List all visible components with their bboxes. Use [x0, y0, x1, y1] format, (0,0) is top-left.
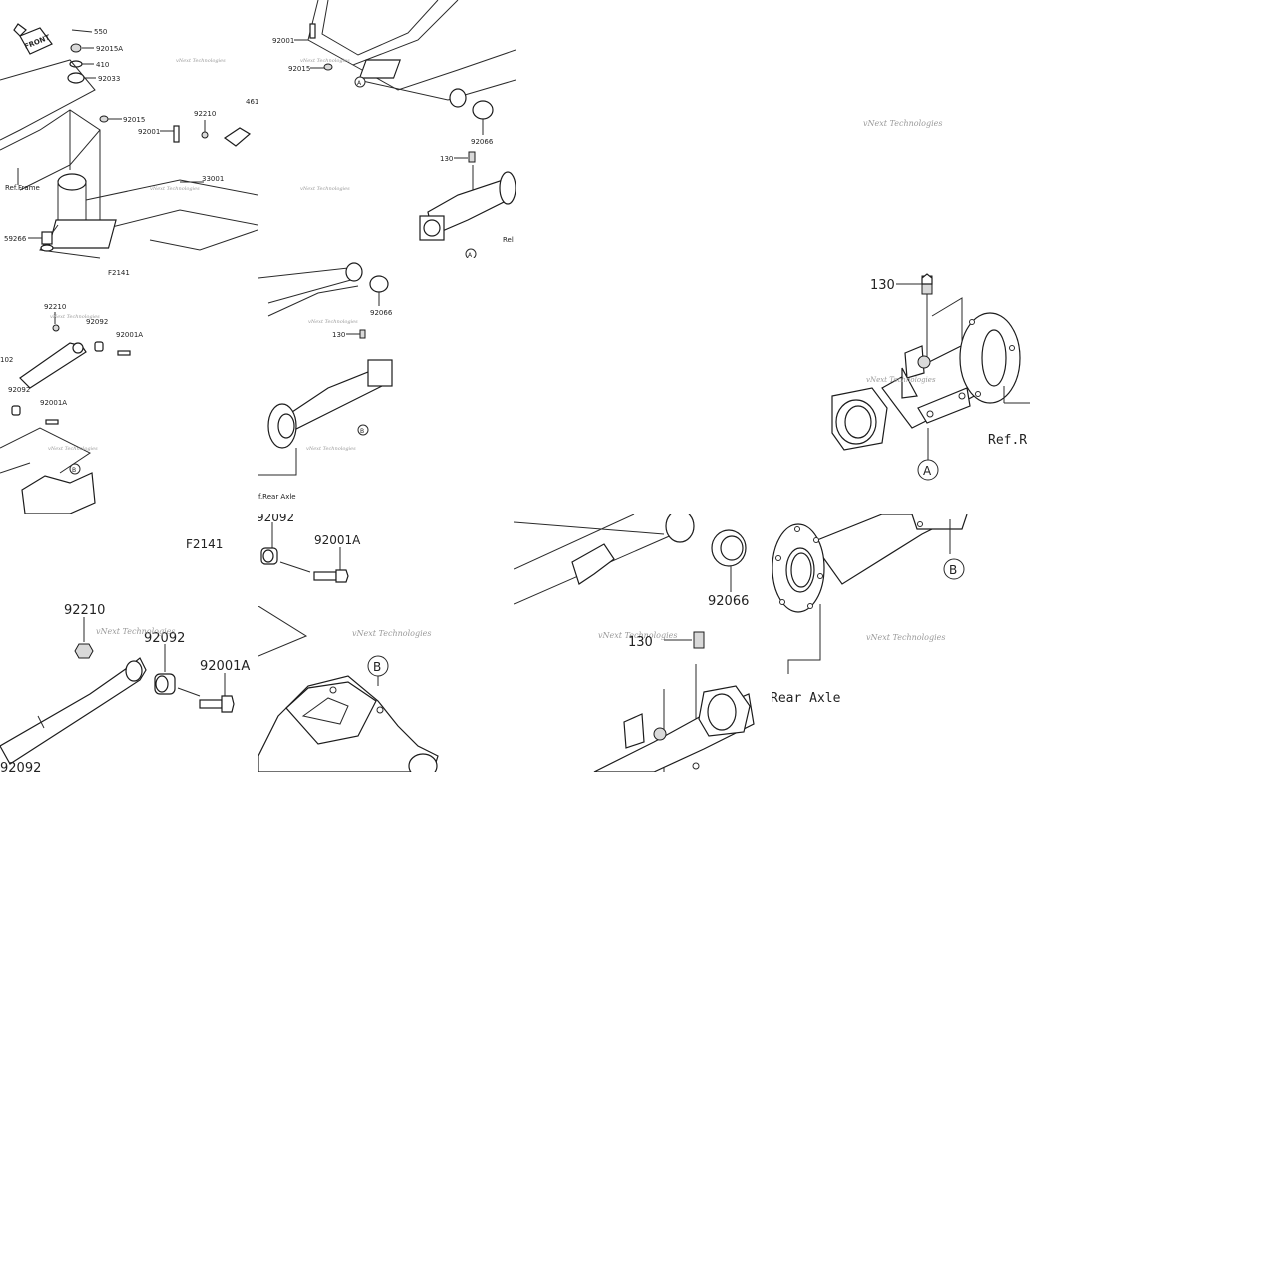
label-130-lower: 130 — [628, 635, 653, 650]
tie-rod-drawing: 92210 92092 92001A 92092 vNext Technolog… — [0, 603, 250, 772]
watermark: vNext Technologies — [96, 627, 175, 636]
watermark: vNext Technologies — [598, 631, 677, 640]
label-92001a-small: 92001A — [116, 331, 143, 339]
label-92066-small: 92066 — [370, 309, 393, 317]
watermark: vNext Technologies — [300, 186, 350, 192]
label-92001a: 92001A — [200, 659, 250, 674]
diagram-tile-frame-rear: 92066 92001 92015 A vNext Technologies v… — [258, 0, 516, 258]
bolt-92001a — [313, 571, 337, 581]
diagram-tile-tie-rod: 92210 92092 92001A 92092 vNext Technolog… — [0, 596, 258, 772]
label-410: 410 — [96, 61, 109, 69]
label-92001-top: 92001 — [272, 37, 294, 45]
label-92092-b: 92092 — [0, 761, 41, 772]
collar-92210 — [201, 131, 209, 139]
cap-92066-small — [369, 275, 389, 293]
diagram-tile-axle-housing: 130 Ref.R A vNext Technologies — [772, 258, 1030, 498]
label-ref-r: Ref.R — [988, 433, 1027, 448]
label-130-small: 130 — [440, 155, 453, 163]
frame-rear-drawing: 92066 92001 92015 A vNext Technologies v… — [272, 0, 516, 258]
bolt-92001-top — [309, 23, 316, 39]
label-550: 550 — [94, 28, 107, 36]
label-f2141-small: F2141 — [108, 269, 130, 277]
label-92033: 92033 — [98, 75, 120, 83]
marker-b-small: B — [72, 467, 76, 474]
bolt-92001 — [173, 125, 180, 143]
stopper-59266 — [41, 231, 53, 245]
label-92001a-b-small: 92001A — [40, 399, 67, 407]
nut-92210 — [74, 643, 94, 659]
diagram-tile-rear-axle-small: 92066 130 B f.Rear Axle vNext Technologi… — [258, 258, 516, 506]
bolt-130-lower — [693, 631, 705, 649]
linkage-small-drawing: 92210 92092 92001A 102 92092 92001A B vN… — [0, 303, 143, 514]
tie-rod — [0, 657, 147, 765]
label-33001: 33001 — [202, 175, 224, 183]
swingarm-end-drawing: 92066 vNext Technologies 130 — [514, 514, 755, 772]
diagram-tile-watermark: vNext Technologies — [845, 100, 955, 150]
rear-axle-small-drawing: 92066 130 B f.Rear Axle vNext Technologi… — [258, 262, 393, 501]
label-92092-detail: 92092 — [258, 514, 294, 524]
label-92210-small: 92210 — [44, 303, 66, 311]
watermark: vNext Technologies — [48, 446, 98, 452]
label-92210: 92210 — [194, 110, 216, 118]
nut-92015a — [70, 43, 82, 53]
watermark: vNext Technologies — [308, 319, 358, 325]
watermark: vNext Technologies — [352, 629, 431, 638]
watermark: vNext Technologies — [150, 186, 200, 192]
label-92001a-detail: 92001A — [314, 533, 361, 547]
frame-front-drawing: FRONT 550 92015A 410 92033 92015 92001 9… — [0, 23, 258, 277]
diagram-tile-swingarm-end: 92066 vNext Technologies 130 — [514, 514, 772, 772]
bracket-drawing: B vNext Technologies — [258, 606, 439, 772]
bolt-130-small — [468, 151, 476, 163]
label-92001: 92001 — [138, 128, 160, 136]
diagram-tile-axle-flange: B Rear Axle vNext Technologies — [772, 514, 1030, 704]
marker-b-small2: B — [360, 428, 364, 435]
label-92092-b-small: 92092 — [8, 386, 30, 394]
diagram-tile-bolt-detail: 92092 92001A — [258, 514, 516, 606]
label-rear-axle: Rear Axle — [772, 691, 841, 704]
diagram-tile-frame-front: FRONT 550 92015A 410 92033 92015 92001 9… — [0, 0, 258, 278]
marker-b: B — [373, 660, 381, 674]
label-130: 130 — [870, 278, 895, 293]
axle-flange-drawing: B Rear Axle vNext Technologies — [772, 514, 968, 704]
label-102: 102 — [0, 356, 13, 364]
watermark: vNext Technologies — [863, 119, 942, 128]
nut-92015 — [99, 115, 109, 123]
label-ref-rear-axle-small: f.Rear Axle — [258, 493, 296, 501]
watermark: vNext Technologies — [866, 633, 945, 642]
marker-b-flange: B — [949, 563, 957, 577]
marker-a-top: A — [357, 80, 362, 87]
watermark: vNext Technologies — [300, 58, 350, 64]
marker-a-bottom: A — [468, 252, 473, 258]
label-59266: 59266 — [4, 235, 27, 243]
bolt-92001a-large — [199, 699, 223, 709]
watermark: vNext Technologies — [866, 376, 936, 384]
label-130-small2: 130 — [332, 331, 345, 339]
label-92015a: 92015A — [96, 45, 123, 53]
label-92092-small: 92092 — [86, 318, 108, 326]
label-92066: 92066 — [708, 594, 749, 609]
label-ref-frame: Ref.Frame — [5, 184, 40, 192]
diagram-tile-bracket: B vNext Technologies — [258, 606, 516, 772]
label-f2141: F2141 — [186, 537, 223, 551]
label-92210: 92210 — [64, 603, 105, 618]
marker-a: A — [923, 464, 932, 478]
diagram-tile-figure-code: F2141 — [180, 530, 250, 554]
watermark: vNext Technologies — [306, 446, 356, 452]
label-92015-top: 92015 — [288, 65, 310, 73]
label-92015: 92015 — [123, 116, 145, 124]
diagram-tile-linkage-small: 92210 92092 92001A 102 92092 92001A B vN… — [0, 278, 258, 514]
front-arrow-icon — [13, 23, 53, 55]
label-461: 461 — [246, 98, 258, 106]
tie-rod-small — [19, 342, 87, 389]
label-92092: 92092 — [144, 631, 185, 646]
axle-housing-drawing: 130 Ref.R A vNext Technologies — [831, 273, 1030, 481]
mount-bracket — [285, 681, 377, 745]
label-92066-top: 92066 — [471, 138, 494, 146]
bolt-detail-drawing: 92092 92001A — [258, 514, 361, 583]
watermark: vNext Technologies — [50, 314, 100, 320]
label-rel: Rel — [503, 236, 514, 244]
watermark: vNext Technologies — [176, 58, 226, 64]
cap-92066 — [472, 100, 494, 120]
